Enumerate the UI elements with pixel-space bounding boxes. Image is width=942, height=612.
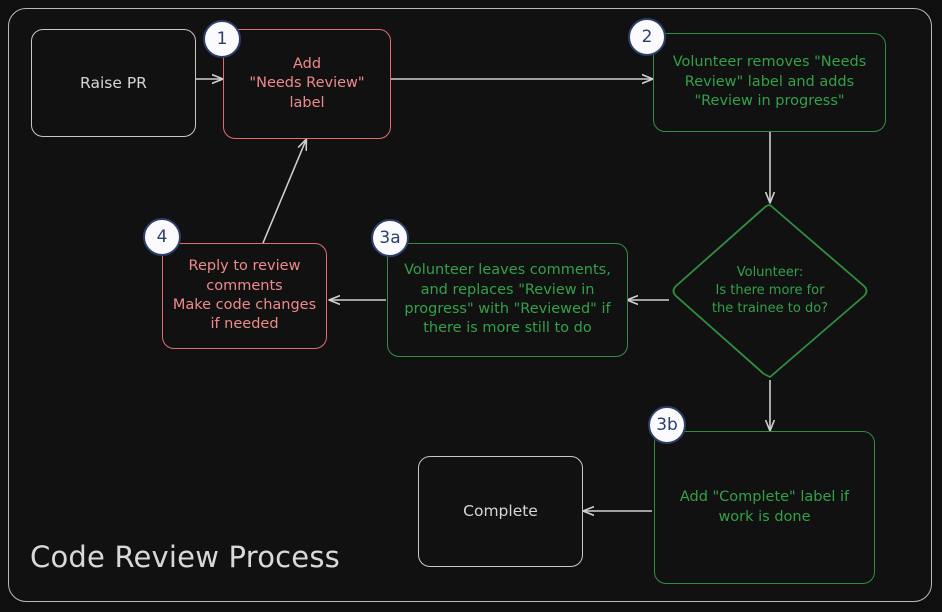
badge-2: 2 bbox=[628, 18, 666, 56]
node-add-complete-label-text: Add "Complete" label if work is done bbox=[679, 489, 850, 525]
node-volunteer-removes-label: Volunteer removes "Needs Review" label a… bbox=[672, 54, 867, 110]
node-raise-pr[interactable]: Raise PR bbox=[31, 29, 196, 137]
node-reply-to-review-comments-label: Reply to review comments Make code chang… bbox=[172, 258, 317, 333]
node-raise-pr-label: Raise PR bbox=[80, 73, 147, 92]
node-complete-label: Complete bbox=[463, 502, 538, 521]
diagram-title: Code Review Process bbox=[30, 540, 340, 574]
node-volunteer-leaves-comments-label: Volunteer leaves comments, and replaces … bbox=[404, 262, 611, 337]
node-volunteer-decision-label: Volunteer: Is there more for the trainee… bbox=[711, 264, 829, 317]
node-add-needs-review-label[interactable]: Add "Needs Review" label bbox=[223, 29, 391, 139]
node-reply-to-review-comments[interactable]: Reply to review comments Make code chang… bbox=[162, 243, 327, 349]
node-volunteer-removes-needs-review[interactable]: Volunteer removes "Needs Review" label a… bbox=[653, 33, 886, 132]
badge-3a: 3a bbox=[371, 219, 409, 257]
node-add-needs-review-label-text: Add "Needs Review" label bbox=[249, 55, 365, 111]
badge-1: 1 bbox=[203, 20, 241, 58]
badge-4: 4 bbox=[143, 218, 181, 256]
badge-3b: 3b bbox=[648, 406, 686, 444]
node-complete[interactable]: Complete bbox=[418, 456, 583, 567]
node-volunteer-decision[interactable]: Volunteer: Is there more for the trainee… bbox=[668, 202, 872, 380]
diamond-shape bbox=[672, 204, 868, 378]
node-volunteer-leaves-comments[interactable]: Volunteer leaves comments, and replaces … bbox=[387, 243, 628, 357]
node-add-complete-label[interactable]: Add "Complete" label if work is done bbox=[654, 431, 875, 584]
